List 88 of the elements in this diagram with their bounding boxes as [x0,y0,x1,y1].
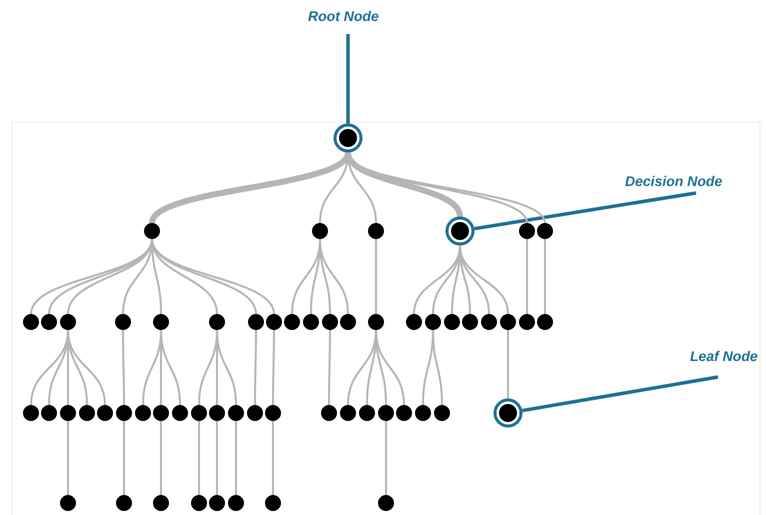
tree-node [97,405,113,421]
highlighted-tree-node [334,124,362,152]
tree-node [368,314,384,330]
tree-node [60,314,76,330]
tree-branch [459,245,509,314]
tree-node [265,495,281,511]
tree-node [116,495,132,511]
tree-node [396,405,412,421]
tree-node [153,405,169,421]
tree-node [368,223,384,239]
tree-node [519,314,535,330]
tree-node [537,223,553,239]
tree-branch [432,330,443,406]
tree-node [23,405,39,421]
tree-branch [67,238,153,314]
tree-node [321,405,337,421]
tree-branch [67,330,106,406]
tree-node [115,314,131,330]
tree-branch [328,330,331,405]
tree-node [303,314,319,330]
tree-branch [375,239,377,314]
tree-node [322,314,338,330]
callout-label: Root Node [308,8,379,25]
tree-node [415,405,431,421]
tree-node [60,405,76,421]
tree-node [378,495,394,511]
highlighted-tree-node [446,216,474,246]
tree-node [537,314,553,330]
tree-node [191,405,207,421]
tree-node [444,314,460,330]
tree-branch [254,330,257,405]
tree-node [378,405,394,421]
tree-node [247,405,263,421]
tree-branch [160,330,181,406]
tree-node [500,314,516,330]
tree-node [191,495,207,511]
tree-node [266,314,282,330]
tree-branch [507,330,509,398]
tree-node [434,405,450,421]
leader-line [346,34,350,124]
tree-node [153,314,169,330]
tree-node [172,405,188,421]
tree-node [144,223,160,239]
tree-branch [216,330,237,406]
tree-branch [272,330,275,405]
tree-node [425,314,441,330]
tree-node [116,405,132,421]
tree-branch [160,421,162,495]
tree-node [209,495,225,511]
tree-node [228,405,244,421]
tree-branch [319,238,349,314]
tree-node [340,405,356,421]
tree-node [265,405,281,421]
leader-line [522,375,718,412]
highlighted-tree-node [494,398,522,428]
tree-node [406,314,422,330]
tree-node [153,495,169,511]
tree-node [340,314,356,330]
tree-node [481,314,497,330]
tree-node [79,405,95,421]
tree-node [228,495,244,511]
tree-node [209,314,225,330]
tree-branch [122,330,125,405]
tree-branch [198,421,200,495]
tree-branch [526,239,528,314]
tree-node [41,405,57,421]
tree-node [209,405,225,421]
tree-node [284,314,300,330]
tree-node [359,405,375,421]
tree-branch [272,421,274,495]
tree-branch [235,421,237,495]
tree-branch [216,421,218,495]
tree-node [41,314,57,330]
callout-label: Leaf Node [690,348,758,365]
tree-node [60,495,76,511]
tree-node [248,314,264,330]
tree-node [23,314,39,330]
tree-branch [385,421,387,495]
tree-node [462,314,478,330]
tree-branch [375,330,405,406]
tree-branch [67,421,69,495]
tree-node [312,223,328,239]
callout-label: Decision Node [625,173,722,190]
tree-node [135,405,151,421]
leader-line [474,191,696,230]
tree-node [519,223,535,239]
tree-branch [544,239,546,314]
tree-branch [123,421,125,495]
